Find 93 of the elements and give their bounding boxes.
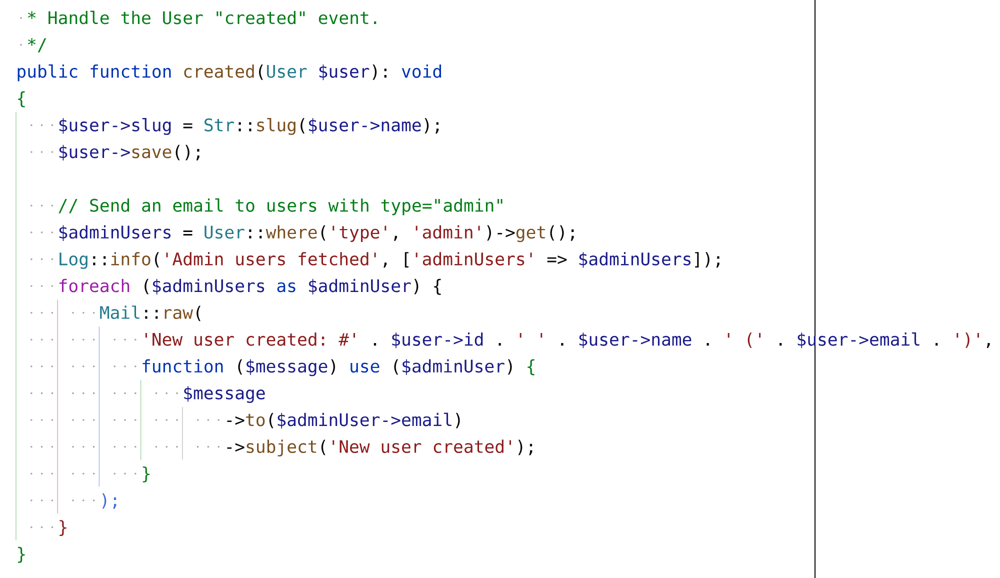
punctuation: } <box>60 520 66 536</box>
punctuation: ( <box>321 225 326 241</box>
class-name: User <box>267 65 307 78</box>
punctuation: , <box>394 236 397 241</box>
punctuation: . <box>780 343 782 346</box>
string-literal: ' (' <box>728 332 761 348</box>
punctuation: -> <box>227 443 244 452</box>
function-name: subject <box>246 440 316 456</box>
punctuation: = <box>183 123 192 128</box>
punctuation: => <box>547 256 567 264</box>
variable-name: $adminUsers <box>579 252 691 268</box>
class-name: Str <box>204 118 234 132</box>
variable-name: $user-> <box>59 144 130 161</box>
punctuation: , <box>986 343 990 348</box>
punctuation: ) <box>414 278 418 294</box>
punctuation: = <box>183 230 192 236</box>
code-comment: } <box>142 466 150 482</box>
keyword: function <box>142 359 223 373</box>
punctuation: :: <box>249 229 262 238</box>
code-comment: { <box>528 359 534 376</box>
punctuation: ( <box>321 440 326 456</box>
code-comment: { <box>18 91 25 108</box>
function-name: created <box>184 64 254 78</box>
punctuation: { <box>434 278 441 295</box>
code-comment: * Handle the User "created" event. <box>28 10 376 24</box>
function-name: get <box>516 226 545 242</box>
punctuation: ( <box>238 359 242 375</box>
variable-name: $user <box>319 64 370 80</box>
punctuation: , <box>384 262 387 268</box>
function-name: save <box>132 148 172 158</box>
punctuation: ( <box>300 118 304 134</box>
class-name: Log <box>60 252 88 269</box>
code-comment: } <box>18 546 25 563</box>
punctuation: ); <box>102 493 116 509</box>
punctuation: . <box>498 343 501 346</box>
string-literal: 'type' <box>332 226 386 242</box>
punctuation: ( <box>259 64 263 80</box>
punctuation: ( <box>269 412 274 428</box>
function-name: slug <box>257 118 296 135</box>
string-literal: 'Admin users fetched' <box>166 252 376 266</box>
function-name: info <box>111 252 150 266</box>
variable-name: $adminUser->email <box>278 412 452 429</box>
variable-name: $user->name <box>579 332 692 348</box>
string-literal: 'New user created: #' <box>145 332 355 346</box>
keyword: use <box>350 362 380 373</box>
variable-name: $user->name <box>309 118 421 134</box>
class-name: User <box>204 226 244 239</box>
punctuation: ) <box>456 412 460 428</box>
punctuation: :: <box>238 122 252 132</box>
punctuation: ) <box>331 359 336 375</box>
variable-name: $user->id <box>392 332 483 348</box>
punctuation: ( <box>196 306 200 322</box>
punctuation: ( <box>155 252 159 268</box>
string-literal: ' ' <box>520 333 542 338</box>
punctuation: . <box>561 343 564 346</box>
string-literal: ')' <box>956 332 979 348</box>
punctuation: ) <box>508 359 512 375</box>
variable-name: $adminUser <box>402 359 504 375</box>
punctuation: (); <box>550 225 574 241</box>
variable-name: $adminUsers <box>59 225 171 241</box>
string-literal: 'New user created' <box>332 440 511 454</box>
keyword: as <box>277 282 296 292</box>
variable-name: $user->slug <box>59 118 171 135</box>
class-name: Mail <box>100 306 140 320</box>
variable-name: $adminUser <box>309 278 411 295</box>
punctuation: ): <box>372 64 386 80</box>
keyword: void <box>402 64 442 78</box>
punctuation: ); <box>424 118 439 134</box>
code-comment: // Send an email to users with type="admin" <box>58 198 502 216</box>
punctuation: ]); <box>695 252 720 268</box>
punctuation: ); <box>518 440 532 456</box>
code-comment: */ <box>28 38 46 52</box>
punctuation: . <box>374 343 376 346</box>
string-literal: 'adminUsers' <box>416 252 532 266</box>
string-literal: 'admin' <box>416 225 480 239</box>
variable-name: $adminUsers <box>153 278 264 295</box>
keyword: public function <box>18 64 171 82</box>
punctuation: . <box>936 343 938 346</box>
punctuation: :: <box>93 256 106 266</box>
punctuation: . <box>706 343 709 346</box>
punctuation: -> <box>227 416 244 425</box>
punctuation: )-> <box>487 225 515 241</box>
variable-name: $message <box>246 359 328 376</box>
punctuation: ( <box>394 359 398 375</box>
punctuation: [ <box>404 252 408 268</box>
punctuation: (); <box>176 144 200 160</box>
punctuation: :: <box>145 310 158 319</box>
function-name: raw <box>164 309 193 320</box>
keyword: foreach <box>59 278 130 292</box>
function-name: to <box>246 414 265 426</box>
function-name: where <box>266 225 317 239</box>
punctuation: ( <box>144 278 148 294</box>
variable-name: $message <box>184 386 265 403</box>
